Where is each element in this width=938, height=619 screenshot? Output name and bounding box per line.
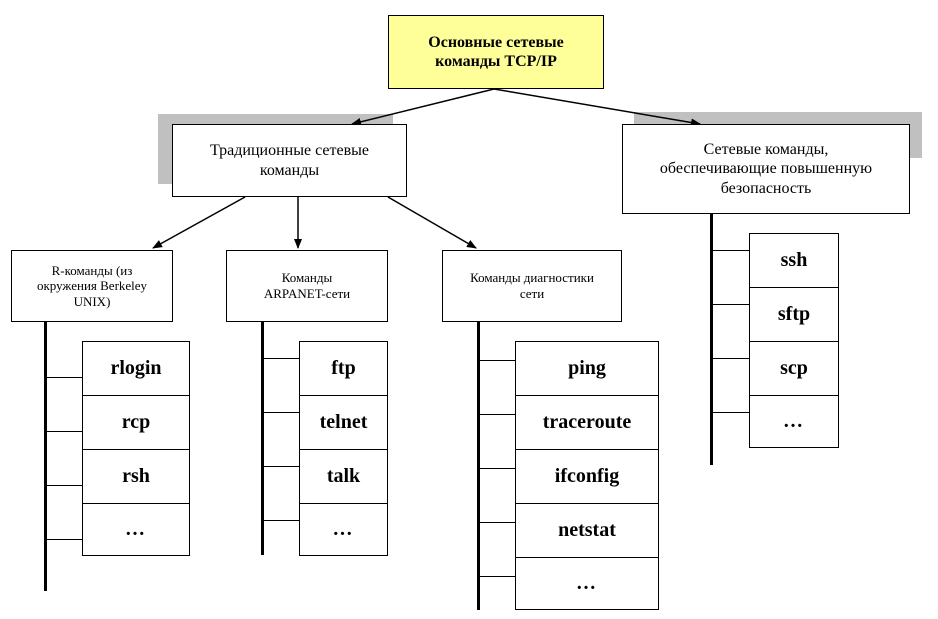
r-commands-tree-line <box>44 322 47 591</box>
secure-connector <box>712 412 749 413</box>
cmd-talk: talk <box>299 449 388 504</box>
secure-connector <box>712 358 749 359</box>
arpanet-connector <box>263 466 299 467</box>
secure-title: Сетевые команды, обеспечивающие повышенн… <box>659 141 873 197</box>
cmd-netstat: netstat <box>515 503 659 558</box>
diagnostics-tree-line <box>477 322 480 610</box>
diagnostics-title: Команды диагностики сети <box>470 270 594 301</box>
arrow-root-to-traditional <box>351 88 495 126</box>
r-connector <box>46 539 82 540</box>
r-commands-box: R-команды (из окружения Berkeley UNIX) <box>11 250 173 322</box>
arpanet-box: Команды ARPANET-сети <box>226 250 388 322</box>
secure-connector <box>712 304 749 305</box>
cmd-secure-more: … <box>749 395 839 448</box>
diagnostics-box: Команды диагностики сети <box>442 250 622 322</box>
arpanet-connector <box>263 520 299 521</box>
r-connector <box>46 377 82 378</box>
root-title: Основные сетевые команды TCP/IP <box>428 33 564 70</box>
cmd-telnet: telnet <box>299 395 388 450</box>
secure-box: Сетевые команды, обеспечивающие повышенн… <box>622 124 910 214</box>
cmd-arpanet-more: … <box>299 503 388 556</box>
diagnostics-connector <box>479 360 515 361</box>
traditional-title: Традиционные сетевые команды <box>210 142 369 179</box>
secure-tree-line <box>710 214 713 465</box>
arpanet-tree-line <box>261 322 264 555</box>
r-connector <box>46 485 82 486</box>
root-box: Основные сетевые команды TCP/IP <box>388 15 604 89</box>
arrow-traditional-to-rcommands <box>152 196 246 249</box>
arrow-root-to-secure <box>493 88 701 127</box>
diagnostics-connector <box>479 522 515 523</box>
traditional-box: Традиционные сетевые команды <box>172 124 407 197</box>
arrow-traditional-to-diagnostics <box>387 196 477 249</box>
cmd-ssh: ssh <box>749 233 839 288</box>
cmd-rlogin: rlogin <box>82 341 190 396</box>
cmd-r-more: … <box>82 503 190 556</box>
cmd-rsh: rsh <box>82 449 190 504</box>
diagnostics-connector <box>479 576 515 577</box>
cmd-scp: scp <box>749 341 839 396</box>
diagnostics-connector <box>479 414 515 415</box>
arpanet-title: Команды ARPANET-сети <box>263 270 351 301</box>
diagnostics-connector <box>479 468 515 469</box>
r-connector <box>46 431 82 432</box>
cmd-ping: ping <box>515 341 659 396</box>
cmd-diagnostics-more: … <box>515 557 659 610</box>
arpanet-connector <box>263 358 299 359</box>
cmd-sftp: sftp <box>749 287 839 342</box>
r-commands-title: R-команды (из окружения Berkeley UNIX) <box>36 262 148 309</box>
secure-connector <box>712 250 749 251</box>
cmd-rcp: rcp <box>82 395 190 450</box>
cmd-ifconfig: ifconfig <box>515 449 659 504</box>
cmd-ftp: ftp <box>299 341 388 396</box>
arpanet-connector <box>263 412 299 413</box>
cmd-traceroute: traceroute <box>515 395 659 450</box>
